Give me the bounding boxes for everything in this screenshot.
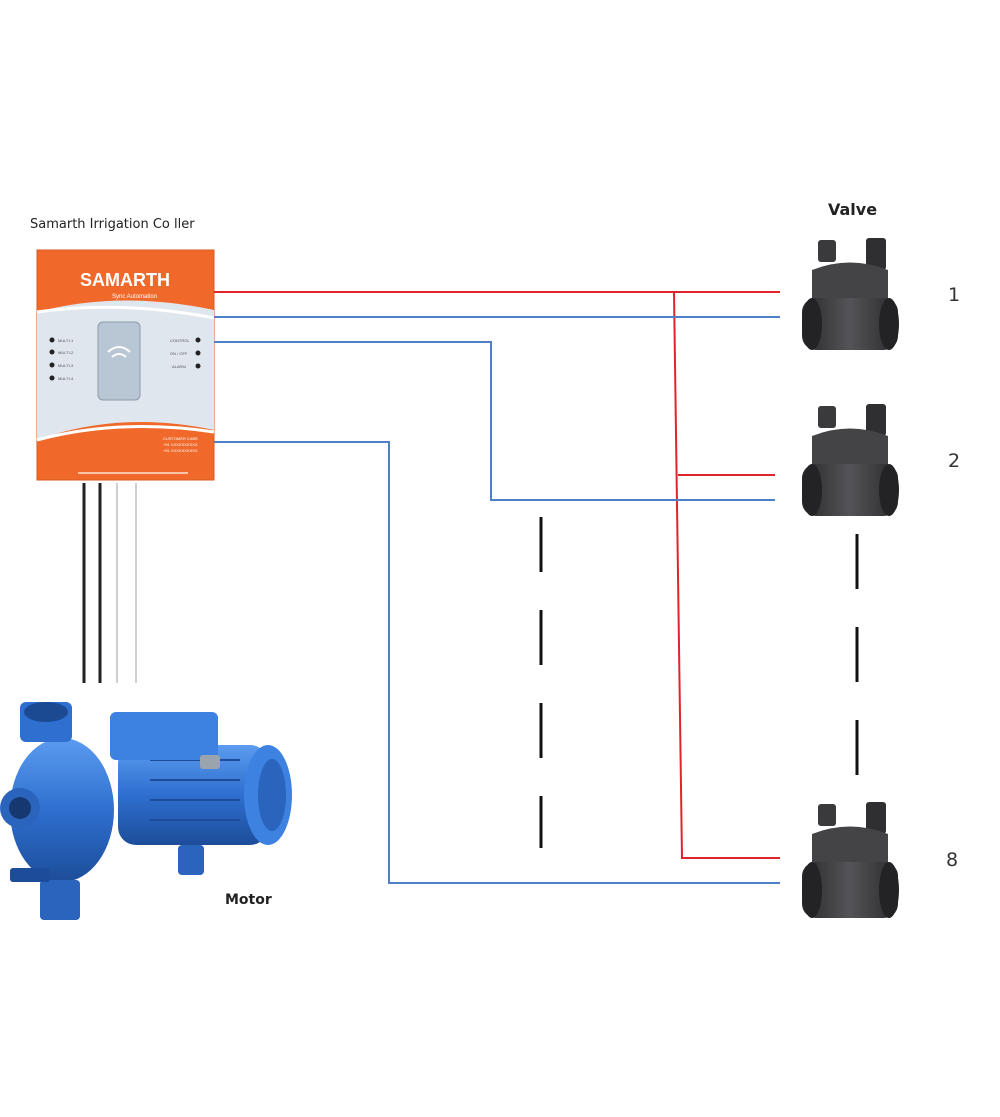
svg-text:+91 XXXXXXXXXX: +91 XXXXXXXXXX [163,448,198,453]
motor-wires [82,483,137,683]
power-wire [214,291,780,859]
svg-text:+91 XXXXXXXXXX: +91 XXXXXXXXXX [163,442,198,447]
led-column-left: MULTI-1 MULTI-2 MULTI-3 MULTI-4 [49,337,74,381]
controller-title: Samarth Irrigation Co ller [30,217,195,232]
motor-pump [0,702,292,920]
motor-title: Motor [225,892,272,908]
valve-number-8: 8 [946,849,959,871]
valve-number-1: 1 [948,284,961,306]
signal-wires [214,316,780,884]
svg-text:MULTI-4: MULTI-4 [58,376,74,381]
controller-box: SAMARTH Sync Automation MULTI-1 MULTI-2 … [36,249,215,481]
svg-text:CONTROL: CONTROL [170,338,190,343]
controller-brand: SAMARTH [80,270,170,290]
svg-text:CUSTOMER CARE: CUSTOMER CARE [163,436,198,441]
valve-title: Valve [828,200,878,219]
svg-text:ALARM: ALARM [172,364,186,369]
valve-2 [802,404,899,516]
controller-tagline: Sync Automation [112,294,157,300]
phone-icon [97,321,141,401]
valve-8 [802,802,899,918]
svg-text:MULTI-2: MULTI-2 [58,350,74,355]
led-column-right: CONTROL ON / OFF ALARM [170,337,201,369]
continuation-dashes [539,517,859,848]
svg-text:MULTI-1: MULTI-1 [58,338,74,343]
valve-1 [802,238,899,350]
svg-text:ON / OFF: ON / OFF [170,351,188,356]
svg-text:MULTI-3: MULTI-3 [58,363,74,368]
valve-number-2: 2 [948,450,961,472]
